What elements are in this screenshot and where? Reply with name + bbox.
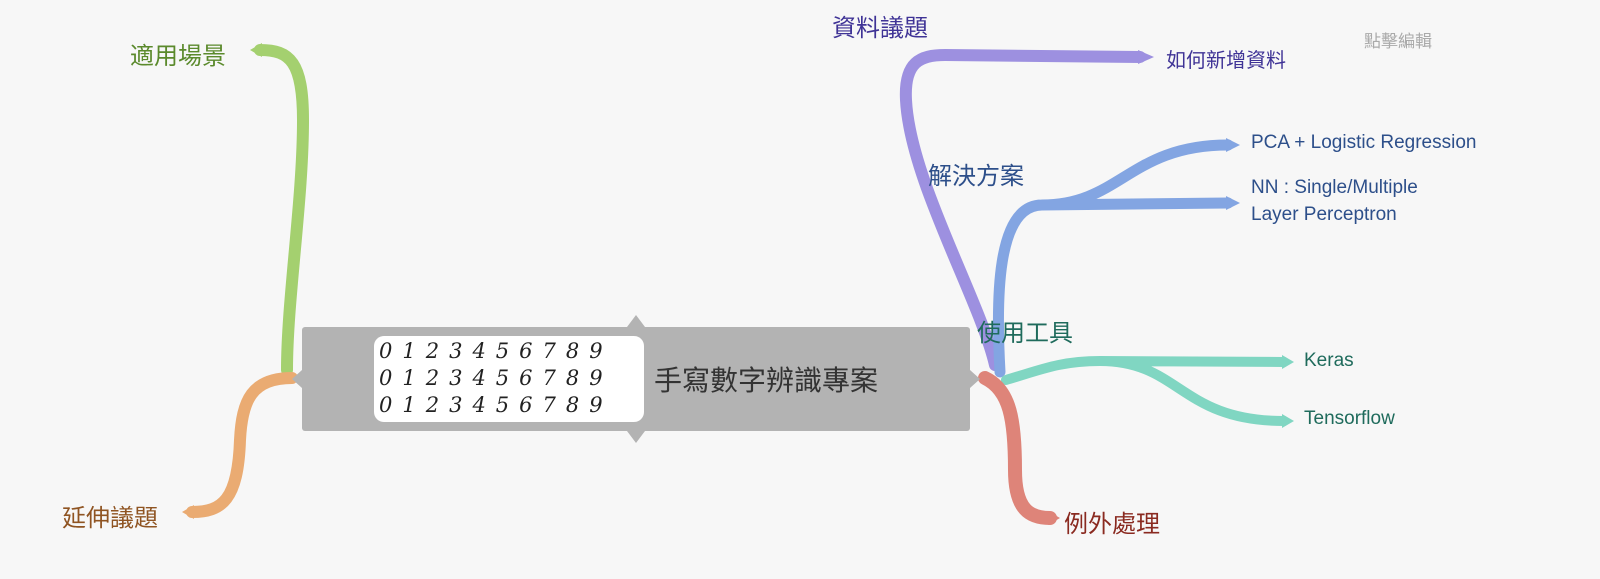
node-scenarios[interactable]: 適用場景 xyxy=(130,42,226,70)
node-solutions[interactable]: 解決方案 xyxy=(928,162,1024,190)
link-solutions xyxy=(992,139,1234,378)
node-tools[interactable]: 使用工具 xyxy=(977,319,1073,347)
arrowhead xyxy=(182,505,194,519)
collapse-handle-bottom[interactable] xyxy=(627,431,645,443)
node-data-issues[interactable]: 資料議題 xyxy=(832,14,928,42)
collapse-handle-right[interactable] xyxy=(970,370,980,388)
digit-row: 0123456789 xyxy=(379,366,613,390)
digit-row: 0123456789 xyxy=(379,339,613,363)
link-data-issues xyxy=(899,48,1146,371)
arrowhead xyxy=(1048,511,1060,525)
link-scenarios xyxy=(254,44,310,376)
node-keras[interactable]: Keras xyxy=(1304,350,1354,371)
arrowhead xyxy=(1282,355,1294,369)
root-title: 手寫數字辨識專案 xyxy=(654,364,879,397)
node-nn-line2[interactable]: Layer Perceptron xyxy=(1251,204,1397,225)
node-add-data[interactable]: 如何新增資料 xyxy=(1166,50,1286,72)
node-pca-logistic[interactable]: PCA + Logistic Regression xyxy=(1251,132,1477,153)
arrowhead xyxy=(250,43,262,57)
node-tensorflow[interactable]: Tensorflow xyxy=(1304,408,1395,429)
arrowhead xyxy=(1226,138,1240,152)
link-tools xyxy=(1001,355,1289,426)
node-exceptions[interactable]: 例外處理 xyxy=(1064,510,1160,538)
root-node[interactable]: 0123456789 0123456789 0123456789 手寫數字辨識專… xyxy=(292,315,980,443)
link-exceptions xyxy=(978,371,1057,525)
arrowhead xyxy=(1282,414,1294,428)
node-nn-line1[interactable]: NN : Single/Multiple xyxy=(1251,177,1418,198)
arrowhead xyxy=(1138,50,1154,64)
collapse-handle-top[interactable] xyxy=(627,315,645,327)
click-to-edit-hint[interactable]: 點擊編輯 xyxy=(1364,32,1432,52)
mnist-digits-image: 0123456789 0123456789 0123456789 xyxy=(374,336,644,422)
node-extensions[interactable]: 延伸議題 xyxy=(62,504,158,532)
digit-row: 0123456789 xyxy=(379,393,613,417)
collapse-handle-left[interactable] xyxy=(292,370,302,388)
link-extensions xyxy=(186,372,298,518)
arrowhead xyxy=(1226,196,1240,210)
